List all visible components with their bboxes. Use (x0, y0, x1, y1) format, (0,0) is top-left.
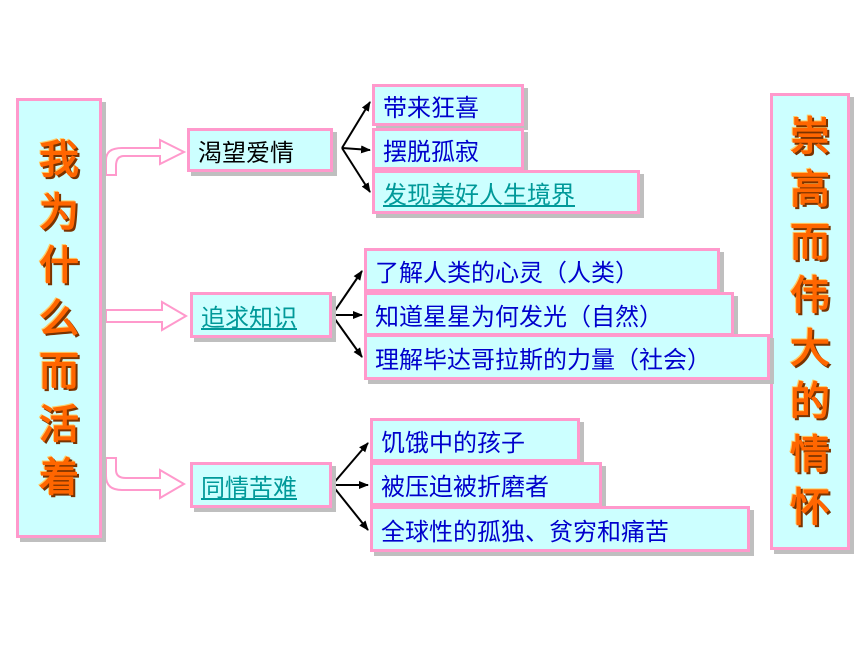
item-pythagoras-power: 理解毕达哥拉斯的力量（社会） (364, 334, 770, 380)
item-label: 知道星星为何发光（自然） (375, 302, 663, 331)
topic-knowledge-link[interactable]: 追求知识 (201, 303, 297, 332)
left-title-char: 着 (39, 453, 79, 501)
curved-arrow-up (105, 138, 187, 176)
branch-arrows-knowledge (331, 270, 363, 358)
topic-suffering[interactable]: 同情苦难 (190, 462, 332, 508)
item-label: 摆脱孤寂 (383, 137, 479, 166)
branch-arrows-suffering (331, 442, 369, 531)
item-label: 饥饿中的孩子 (381, 428, 525, 457)
item-label: 全球性的孤独、贫穷和痛苦 (381, 517, 669, 546)
topic-knowledge[interactable]: 追求知识 (190, 292, 332, 338)
item-label: 带来狂喜 (383, 93, 479, 122)
curved-arrow-down (105, 457, 186, 500)
right-title-char: 大 (790, 324, 830, 372)
left-title-box: 我 为 什 么 而 活 着 (16, 98, 102, 538)
right-title-char: 伟 (790, 271, 830, 319)
right-title-char: 崇 (790, 112, 830, 160)
item-understand-mankind: 了解人类的心灵（人类） (364, 248, 720, 292)
item-label: 被压迫被折磨者 (381, 472, 549, 501)
left-title-char: 什 (39, 241, 79, 289)
left-title-char: 活 (39, 400, 79, 448)
right-title-char: 怀 (790, 483, 830, 531)
branch-arrows-love (341, 101, 371, 193)
item-ecstasy: 带来狂喜 (372, 84, 524, 126)
left-title-char: 为 (39, 188, 79, 236)
item-relieve-loneliness: 摆脱孤寂 (372, 128, 524, 170)
left-title-char: 而 (39, 347, 79, 395)
topic-love-label: 渴望爱情 (198, 138, 294, 167)
right-title-char: 情 (790, 430, 830, 478)
right-title-char: 的 (790, 377, 830, 425)
topic-suffering-link[interactable]: 同情苦难 (201, 473, 297, 502)
item-discover-beauty[interactable]: 发现美好人生境界 (372, 170, 640, 214)
item-link[interactable]: 发现美好人生境界 (383, 180, 575, 209)
item-label: 了解人类的心灵（人类） (375, 258, 639, 287)
item-why-stars-shine: 知道星星为何发光（自然） (364, 292, 734, 336)
left-title-char: 我 (39, 135, 79, 183)
left-title-char: 么 (39, 294, 79, 342)
right-title-char: 高 (790, 165, 830, 213)
right-title-char: 而 (790, 218, 830, 266)
straight-arrow-right (105, 300, 188, 332)
topic-love: 渴望爱情 (187, 128, 333, 172)
right-title-box: 崇 高 而 伟 大 的 情 怀 (770, 93, 850, 550)
item-global-loneliness: 全球性的孤独、贫穷和痛苦 (370, 506, 750, 552)
item-hungry-children: 饥饿中的孩子 (370, 418, 580, 462)
item-oppressed-tortured: 被压迫被折磨者 (370, 462, 602, 506)
item-label: 理解毕达哥拉斯的力量（社会） (375, 345, 711, 374)
